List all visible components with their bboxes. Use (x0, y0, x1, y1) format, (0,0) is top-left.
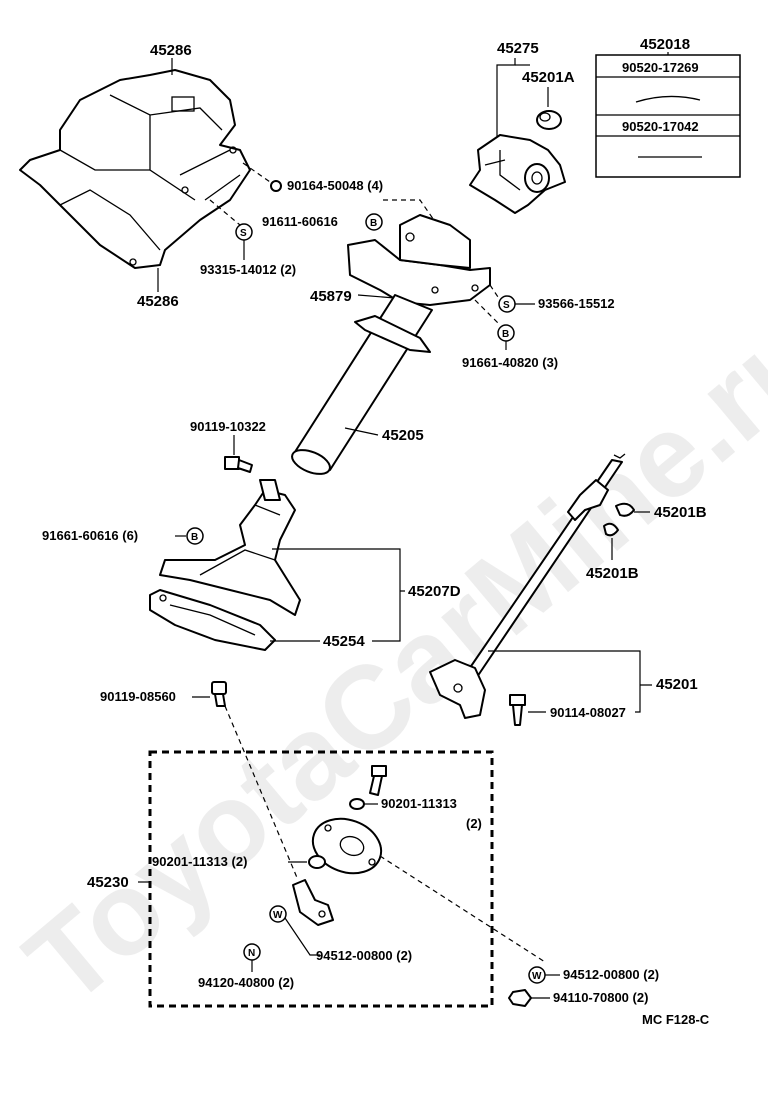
bolt-90119-10322[interactable] (224, 456, 253, 473)
label-91661-40820: 91661-40820 (3) (462, 355, 558, 370)
clip-45201B-b[interactable] (603, 522, 619, 537)
symbol-w-icon-2: W (528, 966, 546, 984)
svg-text:W: W (273, 910, 283, 921)
label-45286-bottom: 45286 (137, 293, 179, 310)
dashline-coupling (379, 855, 546, 963)
symbol-w-icon: W (269, 905, 287, 923)
label-94110-70800: 94110-70800 (2) (553, 990, 648, 1005)
leader-45879 (357, 294, 396, 299)
label-91611-60616: 91611-60616 (262, 214, 338, 229)
yoke-joint[interactable] (292, 879, 334, 926)
symbol-n-icon: N (243, 943, 261, 961)
kit-box-45230 (148, 750, 494, 1008)
label-90520-17269: 90520-17269 (622, 60, 699, 75)
label-45879: 45879 (310, 288, 352, 305)
label-45275: 45275 (497, 40, 539, 57)
label-45207D: 45207D (408, 583, 461, 600)
diagram-code: MC F128-C (642, 1012, 710, 1027)
label-93315-14012: 93315-14012 (2) (200, 262, 296, 277)
nut-90201-11313-b[interactable] (308, 855, 326, 869)
label-452018: 452018 (640, 36, 690, 53)
leader-45205 (344, 427, 379, 436)
leader-94512-00800-a (284, 917, 320, 956)
label-90520-17042: 90520-17042 (622, 119, 699, 134)
label-45230: 45230 (87, 874, 129, 891)
dashline-90119-08560 (224, 705, 299, 881)
label-45254: 45254 (323, 633, 365, 650)
flex-coupling-disc[interactable] (305, 810, 389, 883)
dashline-93566 (489, 284, 501, 301)
svg-text:B: B (502, 329, 509, 340)
leader-45275 (496, 58, 516, 140)
symbol-b-icon-2: B (497, 324, 515, 342)
watermark: ToyotaCarMine.ru (2, 290, 768, 1030)
clip-45201B-a[interactable] (615, 502, 635, 517)
bushing-45201A[interactable] (536, 110, 562, 130)
leader-45254 (270, 591, 401, 642)
svg-text:S: S (240, 228, 247, 239)
symbol-b-icon: B (365, 213, 383, 231)
nut-90201-11313-a[interactable] (349, 798, 365, 810)
nut-94110-70800[interactable] (508, 989, 532, 1007)
label-45201B-a: 45201B (654, 504, 707, 521)
boot-45207D[interactable] (159, 479, 301, 616)
label-93566-15512: 93566-15512 (538, 296, 615, 311)
label-45205: 45205 (382, 427, 424, 444)
inset-box-452018 (595, 54, 741, 178)
dashline-91661-40820 (474, 299, 501, 326)
leader-45207D (272, 548, 405, 592)
symbol-s-icon: S (235, 223, 253, 241)
label-45286-top: 45286 (150, 42, 192, 59)
symbol-b-icon-3: B (186, 527, 204, 545)
label-90201-11313-b: 90201-11313 (2) (152, 854, 247, 869)
label-90201-11313-a: 90201-11313 (381, 796, 457, 811)
bolt-90119-08560[interactable] (211, 681, 227, 707)
label-90114-08027: 90114-08027 (550, 705, 626, 720)
spring-90520-17269[interactable] (635, 95, 701, 103)
label-90119-10322: 90119-10322 (190, 419, 266, 434)
svg-text:B: B (191, 532, 198, 543)
bolt-small-kit[interactable] (369, 765, 387, 796)
label-45201B-b: 45201B (586, 565, 639, 582)
leader-45201 (488, 650, 652, 713)
symbol-s-icon-2: S (498, 295, 516, 313)
label-90201-11313-a-qty: (2) (466, 816, 482, 831)
label-45201: 45201 (656, 676, 698, 693)
label-94512-00800-a: 94512-00800 (2) (316, 948, 412, 963)
label-90119-08560: 90119-08560 (100, 689, 176, 704)
bolt-90114-08027[interactable] (509, 694, 526, 726)
plate-45254[interactable] (149, 589, 276, 651)
dashline-93315 (209, 199, 241, 226)
dashline-screw (242, 162, 271, 183)
bracket-45879[interactable] (347, 214, 491, 306)
label-94512-00800-b: 94512-00800 (2) (563, 967, 659, 982)
lock-housing-45275[interactable] (469, 134, 566, 214)
column-tube-45205[interactable] (289, 294, 433, 479)
label-90164-50048: 90164-50048 (4) (287, 178, 383, 193)
label-45201A: 45201A (522, 69, 575, 86)
column-cover-45286[interactable] (19, 69, 251, 269)
svg-text:W: W (532, 971, 542, 982)
svg-text:N: N (248, 948, 255, 959)
steering-shaft-45201[interactable] (429, 453, 626, 719)
svg-text:B: B (370, 218, 377, 229)
svg-text:S: S (503, 300, 510, 311)
label-91661-60616: 91661-60616 (6) (42, 528, 138, 543)
label-94120-40800: 94120-40800 (2) (198, 975, 294, 990)
screw-90164-50048[interactable] (270, 180, 282, 192)
